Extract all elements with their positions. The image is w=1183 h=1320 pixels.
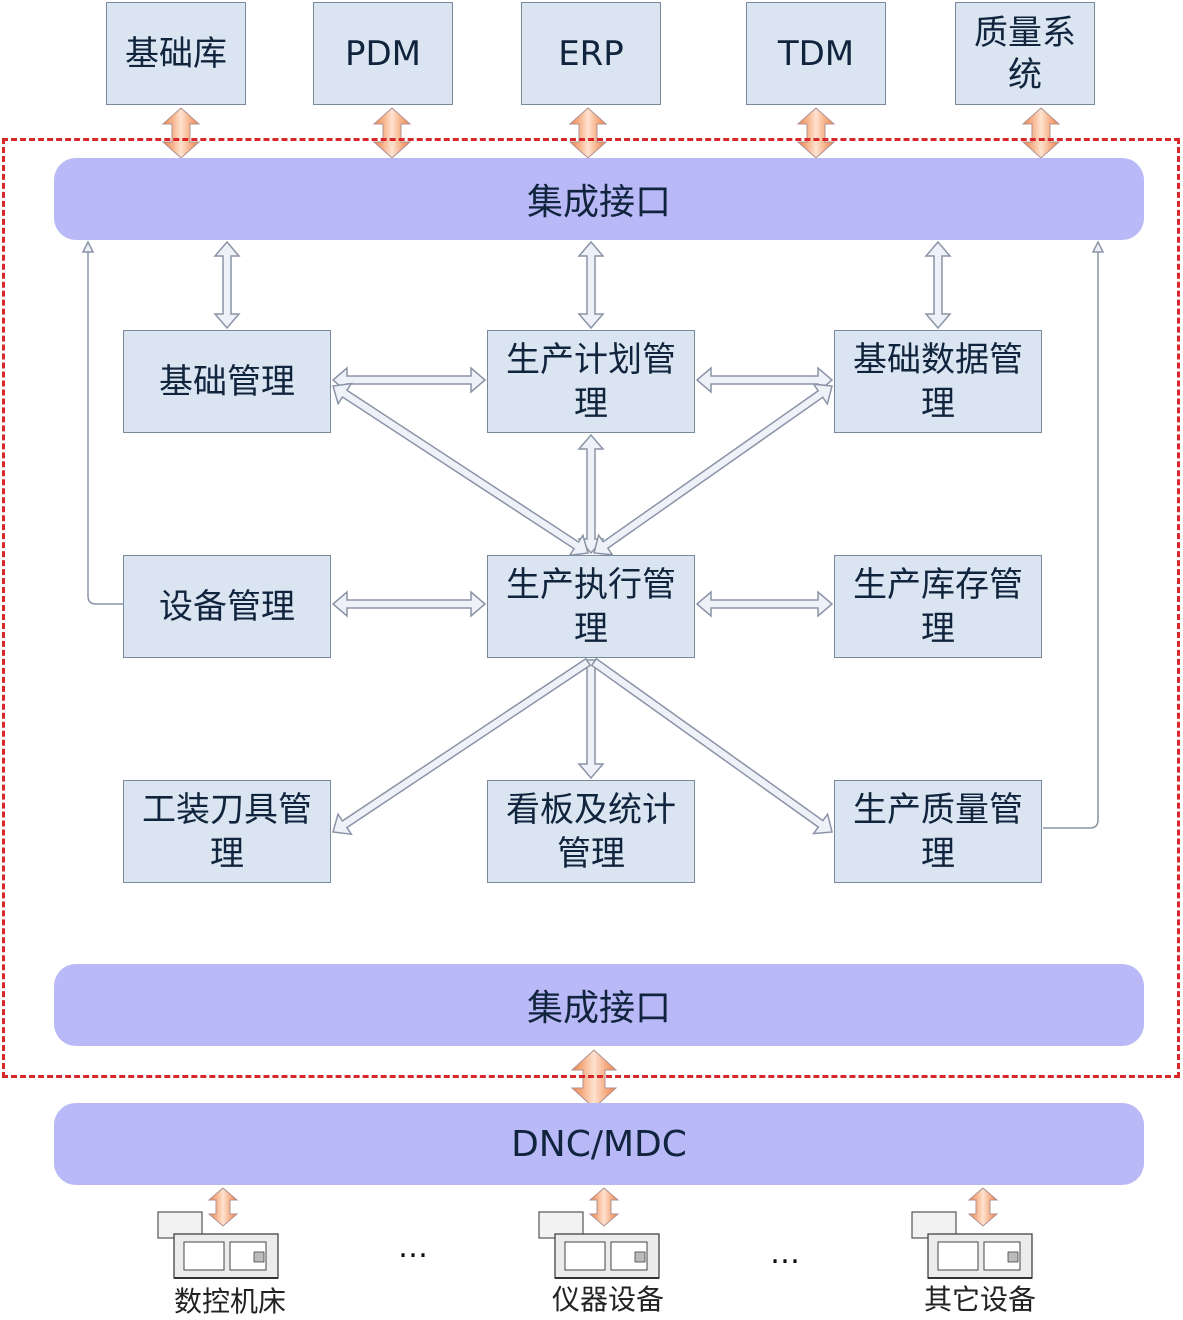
external-system-label: ERP — [558, 33, 624, 74]
external-system-label: 基础库 — [125, 33, 227, 74]
module-production-execution: 生产执行管 理 — [487, 555, 695, 658]
external-system-label: PDM — [344, 33, 422, 74]
module-kanban-statistics: 看板及统计 管理 — [487, 780, 695, 883]
integration-label: 集成接口 — [526, 182, 671, 223]
external-system-label: 质量系 统 — [974, 12, 1076, 95]
arrow-exec-tooling — [332, 657, 592, 836]
left-connector — [81, 240, 123, 605]
arrow-exec-kanban — [577, 659, 605, 780]
external-system-label: TDM — [777, 33, 855, 74]
ellipsis-1: … — [398, 1230, 430, 1265]
right-connector — [1043, 240, 1105, 829]
module-label: 生产执行管 理 — [506, 564, 676, 649]
module-basic-data-management: 基础数据管 理 — [834, 330, 1042, 433]
module-label: 生产计划管 理 — [506, 339, 676, 424]
module-production-quality: 生产质量管 理 — [834, 780, 1042, 883]
machine-icon-1 — [157, 1211, 279, 1279]
external-system-erp: ERP — [521, 2, 661, 105]
arrow-plan-basicdata — [695, 366, 834, 394]
mes-boundary — [2, 138, 1180, 1078]
integration-interface-bottom: 集成接口 — [54, 964, 1144, 1046]
module-label: 设备管理 — [159, 586, 295, 627]
ellipsis-2: … — [770, 1236, 802, 1271]
integration-interface-top: 集成接口 — [54, 158, 1144, 240]
module-equipment-management: 设备管理 — [123, 555, 331, 658]
arrow-bar-basic — [213, 240, 241, 330]
orange-arrow-device-1 — [207, 1187, 239, 1227]
gray-arrows — [213, 240, 952, 836]
arrow-bar-plan — [577, 240, 605, 330]
external-system-basic-library: 基础库 — [106, 2, 246, 105]
arrow-equip-exec — [331, 590, 487, 618]
module-label: 工装刀具管 理 — [142, 789, 312, 874]
module-label: 基础数据管 理 — [853, 339, 1023, 424]
integration-label: 集成接口 — [526, 988, 671, 1029]
dnc-mdc-label: DNC/MDC — [511, 1123, 687, 1165]
device-label-instrument: 仪器设备 — [551, 1283, 664, 1316]
module-basic-management: 基础管理 — [123, 330, 331, 433]
orange-arrow-device-3 — [967, 1187, 999, 1227]
arrow-exec-inventory — [695, 590, 834, 618]
external-system-quality: 质量系 统 — [955, 2, 1095, 105]
module-label: 基础管理 — [159, 361, 295, 402]
device-label-other: 其它设备 — [923, 1283, 1036, 1316]
arrow-bar-basicdata — [924, 240, 952, 330]
external-system-tdm: TDM — [746, 2, 886, 105]
module-label: 看板及统计 管理 — [506, 789, 676, 874]
module-label: 生产质量管 理 — [853, 789, 1023, 874]
module-production-inventory: 生产库存管 理 — [834, 555, 1042, 658]
module-tooling-management: 工装刀具管 理 — [123, 780, 331, 883]
arrow-basicdata-exec — [593, 383, 833, 556]
module-production-planning: 生产计划管 理 — [487, 330, 695, 433]
module-label: 生产库存管 理 — [853, 564, 1023, 649]
arrow-plan-exec — [577, 433, 605, 555]
arrow-basic-exec — [332, 382, 589, 557]
machine-icon-2 — [538, 1211, 660, 1279]
device-label-cnc: 数控机床 — [173, 1285, 286, 1318]
dnc-mdc-bar: DNC/MDC — [54, 1103, 1144, 1185]
arrow-exec-quality — [590, 657, 833, 835]
machine-icon-3 — [911, 1211, 1033, 1279]
orange-arrow-device-2 — [588, 1187, 620, 1227]
external-system-pdm: PDM — [313, 2, 453, 105]
